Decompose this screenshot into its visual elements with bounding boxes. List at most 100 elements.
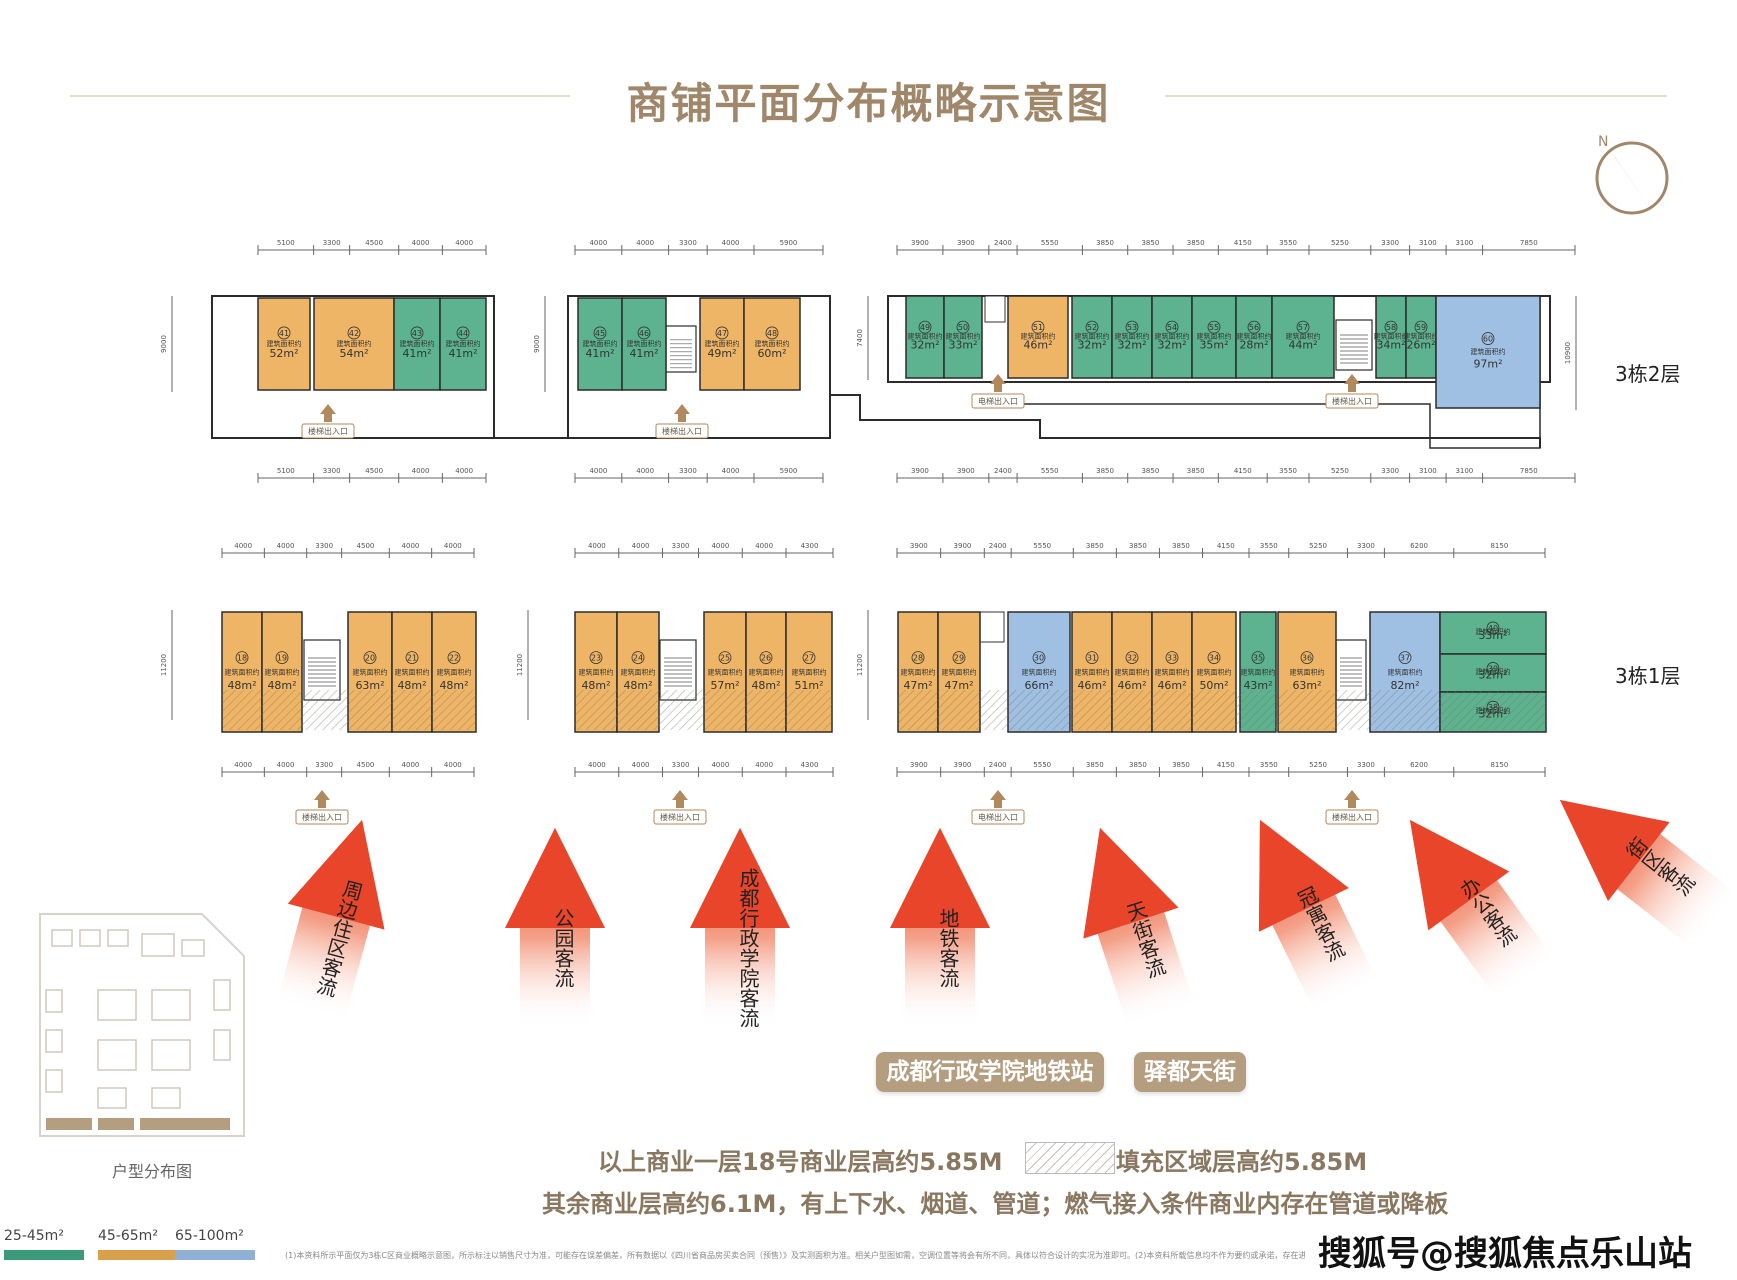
- unit-number-circle: [447, 651, 461, 664]
- dimension-label: 5250: [1331, 239, 1349, 247]
- floor-label-1: 3栋1层: [1615, 664, 1681, 688]
- unit-area: 63m²: [355, 679, 384, 692]
- unit-number: 22: [449, 654, 459, 663]
- unit-area-label: 建筑面积约: [446, 339, 481, 348]
- flow-arrow-head: [287, 820, 385, 930]
- dimension-label: 4500: [357, 761, 375, 769]
- unit-number-circle: [1414, 320, 1428, 334]
- entrance-marker: 楼梯出入口: [1325, 374, 1379, 409]
- unit-area-label: 建筑面积约: [1021, 332, 1056, 341]
- unit-area: 48m²: [267, 679, 296, 692]
- dimension-label: 3900: [910, 761, 928, 769]
- dimension-label: 3300: [679, 467, 697, 475]
- unit-number: 47: [717, 329, 727, 338]
- unit-number-circle: [363, 651, 377, 664]
- hatched-zone: [222, 690, 476, 730]
- unit-area: 32m²: [1077, 338, 1106, 351]
- unit-number-circle: [1165, 320, 1179, 334]
- unit-number-circle: [1481, 332, 1495, 345]
- side-dimension-label: 11200: [160, 654, 168, 676]
- unit-area: 48m²: [227, 679, 256, 692]
- dimension-label: 3100: [1455, 239, 1473, 247]
- entrance-tag: [1325, 393, 1379, 409]
- unit-area-label: 建筑面积约: [1155, 667, 1190, 676]
- dimension-label: 3300: [323, 467, 341, 475]
- dimension-label: 4000: [711, 542, 729, 550]
- dimension-label: 4000: [589, 239, 607, 247]
- flow-arrow-head: [1560, 800, 1670, 901]
- unit-area: 54m²: [339, 347, 368, 360]
- unit-number: 58: [1386, 323, 1396, 332]
- flow-label: 公园客流: [551, 908, 575, 988]
- unit-number: 40: [1488, 624, 1498, 633]
- unit-number-circle: [911, 651, 925, 664]
- dimension-label: 5250: [1309, 542, 1327, 550]
- dimension-label: 4000: [444, 761, 462, 769]
- dimension-label: 3300: [323, 239, 341, 247]
- dimension-label: 4000: [755, 542, 773, 550]
- unit-number: 60: [1483, 335, 1493, 344]
- dimension-label: 3850: [1141, 467, 1159, 475]
- unit-number: 18: [237, 654, 247, 663]
- unit-area-label: 建筑面积约: [946, 332, 981, 341]
- entrance-arrow-stem: [1348, 384, 1356, 392]
- unit-area: 44m²: [1288, 338, 1317, 351]
- entrance-tag: [971, 809, 1025, 825]
- unit-area-label: 建筑面积约: [708, 667, 743, 676]
- unit-number-circle: [918, 320, 932, 334]
- unit-area: 49m²: [707, 347, 736, 360]
- dimension-label: 3900: [910, 542, 928, 550]
- entrance-arrow-icon: [1344, 790, 1360, 800]
- dimension-label: 4500: [365, 239, 383, 247]
- entrance-arrow-stem: [678, 414, 686, 422]
- dimension-label: 5900: [780, 467, 798, 475]
- shop-unit-fill: [313, 297, 395, 391]
- dimension-label: 5250: [1309, 761, 1327, 769]
- unit-number-circle: [593, 326, 607, 340]
- dimension-label: 4000: [402, 542, 420, 550]
- dimension-label: 3550: [1260, 761, 1278, 769]
- unit-area-label: 建筑面积约: [395, 667, 430, 676]
- dimension-label: 3100: [1419, 239, 1437, 247]
- unit-number-circle: [802, 651, 816, 664]
- dimension-label: 4150: [1234, 239, 1252, 247]
- shop-unit-fill: [1111, 295, 1153, 379]
- dimension-label: 4000: [722, 467, 740, 475]
- entrance-tag: [653, 809, 707, 825]
- unit-area-label: 建筑面积约: [1075, 332, 1110, 341]
- unit-area: 32m²: [1157, 338, 1186, 351]
- side-dimension-label: 11200: [516, 654, 524, 676]
- unit-area-label: 建筑面积约: [1237, 332, 1272, 341]
- dimension-label: 3850: [1187, 467, 1205, 475]
- unit-number: 36: [1302, 654, 1312, 663]
- dimension-label: 4000: [412, 467, 430, 475]
- watermark: 搜狐号@搜狐焦点乐山站: [1318, 1234, 1692, 1274]
- flow-arrow-head: [1258, 820, 1349, 932]
- dimension-label: 3850: [1141, 239, 1159, 247]
- unit-area: 52m²: [269, 347, 298, 360]
- dimension-label: 3550: [1279, 239, 1297, 247]
- unit-number-circle: [456, 326, 470, 340]
- unit-number-circle: [952, 651, 966, 664]
- unit-number: 37: [1400, 654, 1410, 663]
- dimension-label: 3850: [1187, 239, 1205, 247]
- dimension-label: 6200: [1410, 542, 1428, 550]
- unit-area-label: 建筑面积约: [705, 339, 740, 348]
- dimension-label: 4000: [588, 542, 606, 550]
- unit-area-label: 建筑面积约: [579, 667, 614, 676]
- dimension-label: 4000: [234, 761, 252, 769]
- entrance-label: 楼梯出入口: [1332, 812, 1372, 822]
- dimension-label: 4150: [1234, 467, 1252, 475]
- dimension-label: 3850: [1096, 467, 1114, 475]
- note-height-18: 以上商业一层18号商业层高约5.85M: [598, 1148, 1003, 1176]
- compass-icon: N: [1595, 134, 1669, 215]
- stair-box: [665, 325, 697, 373]
- unit-number: 29: [954, 654, 964, 663]
- unit-number: 49: [920, 323, 930, 332]
